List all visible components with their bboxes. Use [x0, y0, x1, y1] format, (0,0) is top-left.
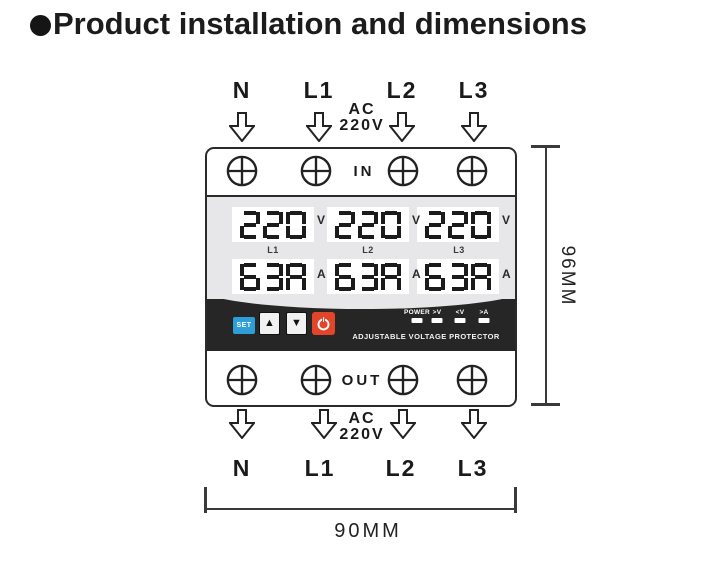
width-dimension-line [205, 508, 517, 510]
control-panel: SET ▲ ▼ POWER >V <V >A ADJUSTABLE VOLTAG… [207, 299, 515, 351]
out-label: OUT [341, 372, 383, 389]
voltage-display-l2 [327, 207, 409, 242]
set-button: SET [233, 317, 255, 334]
in-label: IN [353, 163, 375, 180]
terminal-screw-icon [387, 155, 419, 187]
device-body: IN V V V L1 L2 L3 A A A SET ▲ ▼ POWER [205, 147, 517, 407]
indicator-label-under-voltage: <V [455, 309, 465, 316]
supply-voltage-bottom: 220V [339, 426, 385, 443]
terminal-screw-icon [456, 155, 488, 187]
voltage-unit-label: V [412, 213, 421, 227]
wire-label-l3-top: L3 [458, 77, 490, 103]
down-arrow-icon [229, 409, 255, 439]
height-dimension-line [545, 146, 547, 406]
down-triangle-icon: ▼ [291, 317, 302, 329]
current-unit-label: A [317, 267, 326, 281]
indicator-label-over-voltage: >V [432, 309, 442, 316]
wire-label-n-bottom: N [232, 455, 252, 481]
phase-label-l2: L2 [362, 245, 374, 255]
width-dimension-tick-right [514, 487, 517, 513]
down-arrow-icon [311, 409, 337, 439]
supply-label-bottom: AC 220V [339, 411, 384, 443]
led-indicator [431, 318, 443, 323]
supply-ac-top: AC [348, 101, 376, 118]
wire-label-l1-top: L1 [303, 77, 335, 103]
current-display-l3 [417, 259, 499, 294]
voltage-unit-label: V [502, 213, 511, 227]
supply-label-top: AC 220V [339, 102, 384, 134]
title-bullet-icon [30, 15, 51, 36]
current-unit-label: A [412, 267, 421, 281]
panel-divider [207, 195, 515, 198]
terminal-screw-icon [387, 364, 419, 396]
wire-label-l2-top: L2 [386, 77, 418, 103]
voltage-display-l1 [232, 207, 314, 242]
terminal-screw-icon [226, 364, 258, 396]
supply-ac-bottom: AC [348, 410, 376, 427]
current-display-l1 [232, 259, 314, 294]
wire-label-l1-bottom: L1 [304, 455, 336, 481]
down-arrow-icon [390, 409, 416, 439]
power-icon [317, 316, 330, 331]
led-indicator [411, 318, 423, 323]
terminal-screw-icon [300, 364, 332, 396]
led-indicator [478, 318, 490, 323]
wire-label-l3-bottom: L3 [457, 455, 489, 481]
terminal-screw-icon [456, 364, 488, 396]
wire-label-l2-bottom: L2 [385, 455, 417, 481]
voltage-display-l3 [417, 207, 499, 242]
up-button: ▲ [259, 312, 280, 335]
current-unit-label: A [502, 267, 511, 281]
down-arrow-icon [229, 112, 255, 142]
voltage-unit-label: V [317, 213, 326, 227]
indicator-label-over-current: >A [479, 309, 489, 316]
power-button [312, 312, 335, 335]
supply-voltage-top: 220V [339, 117, 385, 134]
indicator-label-power: POWER [403, 309, 431, 316]
led-indicator [454, 318, 466, 323]
height-dimension-cap-bottom [531, 403, 560, 406]
up-triangle-icon: ▲ [264, 317, 275, 329]
height-dimension-label: 96MM [557, 245, 578, 307]
down-arrow-icon [389, 112, 415, 142]
down-arrow-icon [306, 112, 332, 142]
width-dimension-tick-left [204, 487, 207, 513]
down-arrow-icon [461, 409, 487, 439]
height-dimension-cap-top [531, 145, 560, 148]
width-dimension-label: 90MM [334, 520, 402, 542]
down-button: ▼ [286, 312, 307, 335]
phase-label-l1: L1 [267, 245, 279, 255]
brand-text: ADJUSTABLE VOLTAGE PROTECTOR [352, 332, 500, 341]
panel-curve [207, 299, 515, 309]
terminal-screw-icon [300, 155, 332, 187]
terminal-screw-icon [226, 155, 258, 187]
wire-label-n-top: N [232, 77, 252, 103]
phase-label-l3: L3 [453, 245, 465, 255]
down-arrow-icon [461, 112, 487, 142]
page-title: Product installation and dimensions [53, 6, 587, 41]
current-display-l2 [327, 259, 409, 294]
